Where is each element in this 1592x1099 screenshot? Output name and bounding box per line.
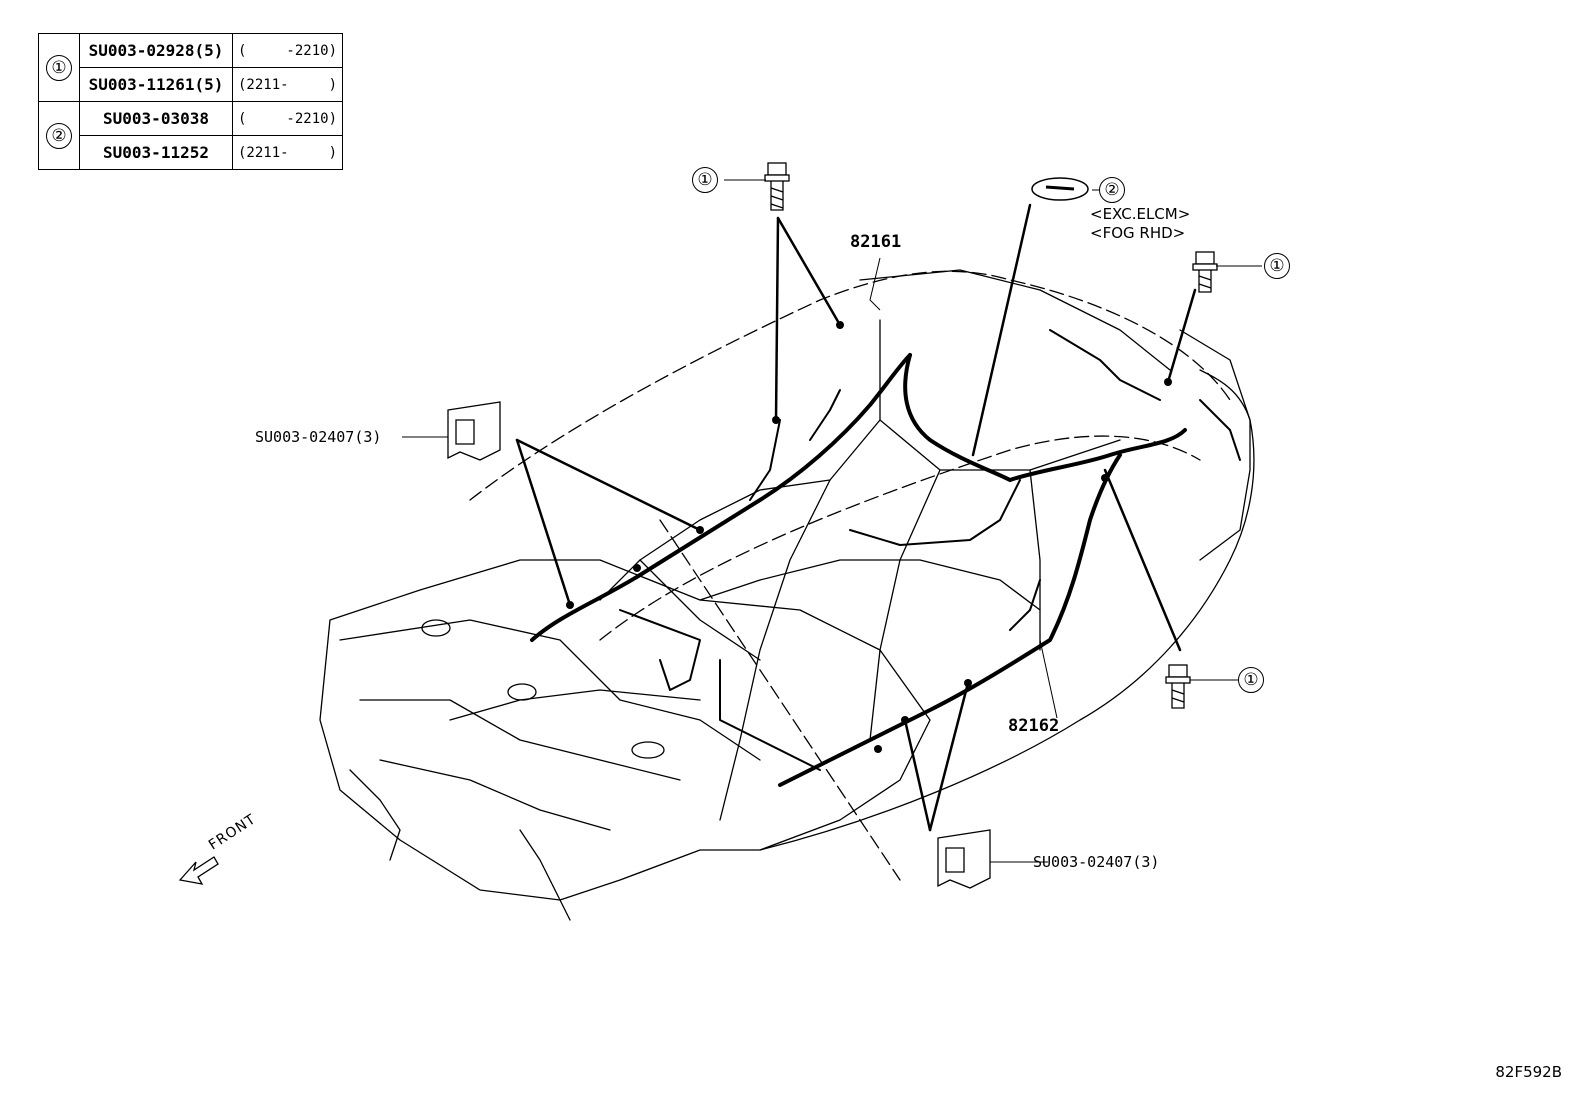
part-number: SU003-02928(5) xyxy=(79,33,233,68)
condition-label: <FOG RHD> xyxy=(1090,224,1186,242)
clip-icon xyxy=(447,401,501,461)
table-row: ② SU003-03038 (-2210) xyxy=(38,101,343,170)
leader-wedges xyxy=(515,203,1197,832)
date-range: (2211-) xyxy=(232,135,343,170)
clip-label: SU003-02407(3) xyxy=(255,428,382,446)
table-row: SU003-11252 (2211-) xyxy=(39,135,343,170)
ref-2: ② xyxy=(38,101,80,170)
callout-1: ① xyxy=(1238,667,1264,693)
hole-plug-icon xyxy=(1031,177,1089,201)
harness-label-82162: 82162 xyxy=(1008,716,1060,736)
wire-harness-82161 xyxy=(530,353,1187,642)
callout-1: ① xyxy=(1264,253,1290,279)
clip-label: SU003-02407(3) xyxy=(1033,853,1160,871)
ref-1: ① xyxy=(38,33,80,102)
date-range: (-2210) xyxy=(232,101,343,136)
date-range: (2211-) xyxy=(232,67,343,102)
wire-harness-82162 xyxy=(778,453,1122,787)
bolt-icon xyxy=(1192,251,1218,293)
part-number: SU003-11252 xyxy=(79,135,233,170)
callout-2: ② xyxy=(1099,177,1125,203)
part-number: SU003-11261(5) xyxy=(79,67,233,102)
front-arrow-icon xyxy=(178,856,219,885)
wire-branches xyxy=(619,329,1241,771)
harness-clamp-points xyxy=(566,321,1172,753)
parts-table: ① SU003-02928(5) (-2210) SU003-11261(5) … xyxy=(38,33,343,170)
car-body-frame xyxy=(319,269,1255,921)
table-row: SU003-11261(5) (2211-) xyxy=(39,67,343,102)
diagram-code: 82F592B xyxy=(1495,1063,1562,1081)
date-range: (-2210) xyxy=(232,33,343,68)
condition-label: <EXC.ELCM> xyxy=(1090,205,1191,223)
table-row: ① SU003-02928(5) (-2210) xyxy=(38,33,343,102)
harness-label-82161: 82161 xyxy=(850,232,902,252)
callout-1: ① xyxy=(692,167,718,193)
car-body-outline xyxy=(469,270,1231,881)
bolt-icon xyxy=(764,162,790,211)
part-number: SU003-03038 xyxy=(79,101,233,136)
bolt-icon xyxy=(1165,664,1191,709)
clip-icon xyxy=(937,829,991,889)
